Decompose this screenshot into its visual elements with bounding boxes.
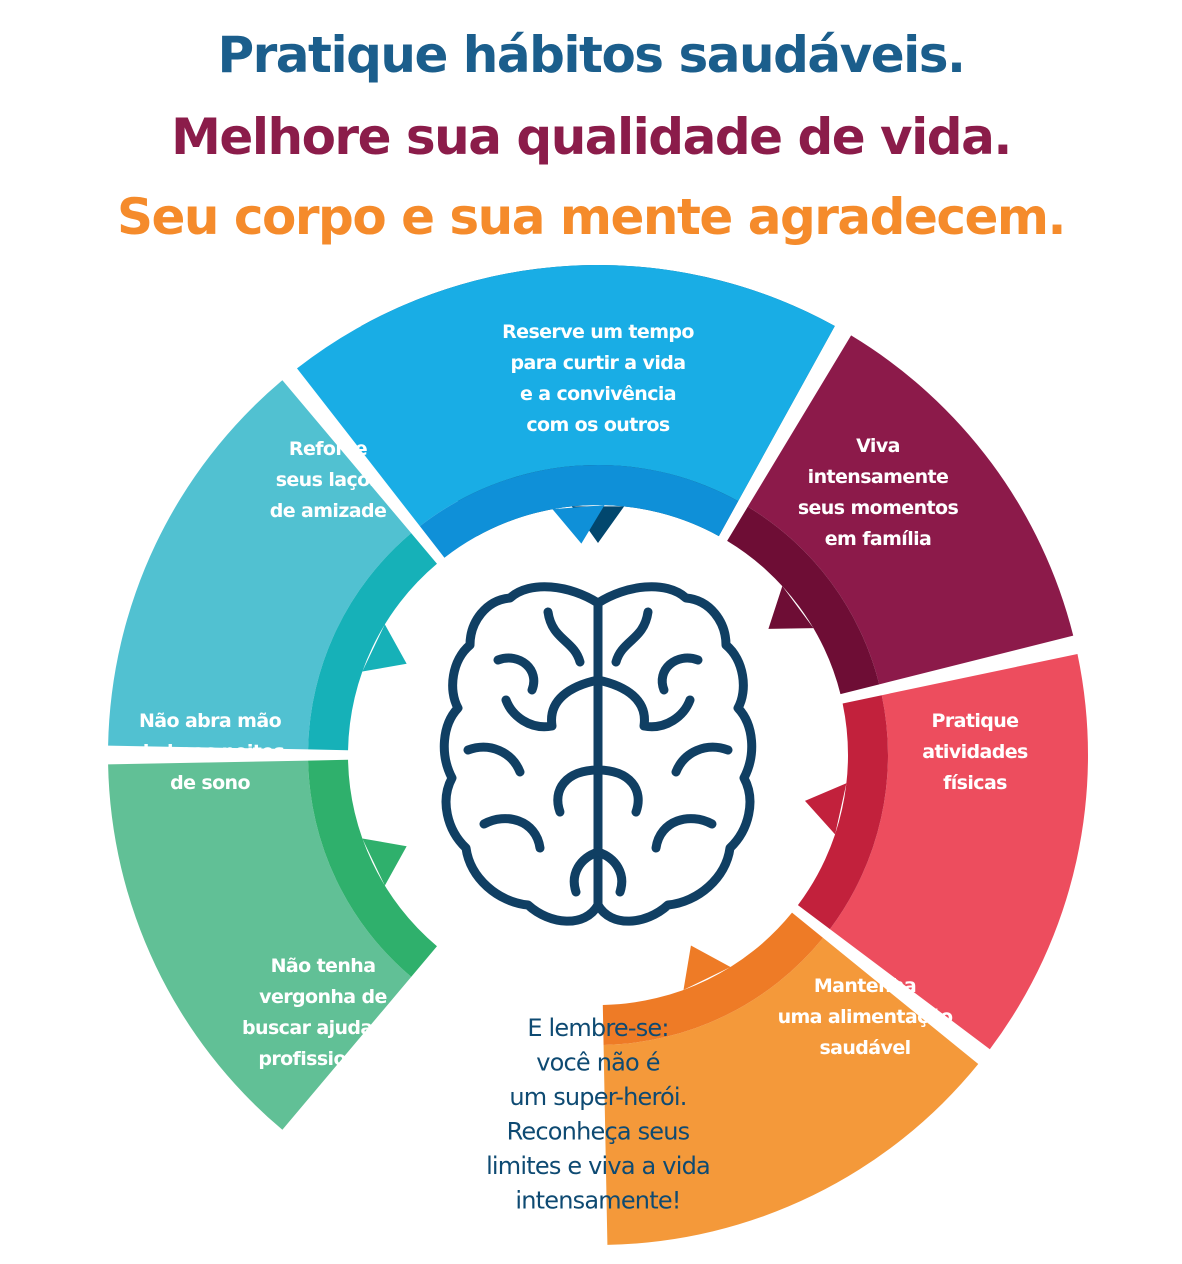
segment-label-line: Viva: [856, 435, 900, 457]
segment-label-line: vergonha de: [259, 986, 387, 1008]
segment-label-line: de boas noites: [136, 741, 285, 763]
segments-layer: [108, 264, 1088, 1245]
accent-layer: [308, 465, 888, 1045]
segment-label-line: Não abra mão: [139, 710, 282, 732]
segment-accent-help: [308, 759, 437, 977]
segment-label-line: seus laços: [276, 469, 381, 491]
segment-label-line: de sono: [170, 772, 250, 794]
segment-label-line: físicas: [943, 772, 1007, 794]
segment-food: [603, 937, 979, 1245]
segment-friends: [297, 265, 835, 527]
center-message-line: E lembre-se:: [527, 1014, 668, 1042]
segment-label-line: seus momentos: [798, 497, 959, 519]
segment-label-line: de amizade: [270, 500, 387, 522]
center-message-text: E lembre-se: você não é um super-herói. Rec…: [486, 1014, 710, 1215]
headline-2: Melhore sua qualidade de vida.: [171, 108, 1012, 166]
segment-label-friends: Reforce seus laços de amizade: [270, 438, 387, 522]
segment-label-line: Não tenha: [271, 955, 376, 977]
headline-3: Seu corpo e sua mente agradecem.: [116, 188, 1067, 246]
segment-accent-sleep: [308, 533, 437, 751]
segment-label-line: Reforce: [289, 438, 367, 460]
segment-label-line: e a convivência: [520, 383, 676, 405]
segment-accent-family: [727, 506, 880, 695]
brain-icon: [439, 582, 757, 926]
segment-label-line: buscar ajuda de: [242, 1017, 404, 1039]
segment-family: [747, 335, 1074, 685]
segment-accent-exercise: [797, 695, 888, 930]
segment-accent-friends: [419, 465, 739, 558]
segment-label-line: uma alimentação: [778, 1006, 953, 1028]
segment-label-line: Reserve um tempo: [502, 321, 694, 343]
center-message-line: você não é: [536, 1049, 660, 1077]
center-message-line: limites e viva a vida: [486, 1152, 710, 1180]
segment-label-family: Viva intensamente seus momentos em família: [798, 435, 959, 550]
segment-text-layer: Reserve um tempo para curtir a vida e a co…: [136, 321, 1029, 1070]
segment-label-line: profissionais: [258, 1048, 388, 1070]
segment-label-exercise: Pratique atividades físicas: [922, 710, 1028, 794]
segment-label-line: atividades: [922, 741, 1028, 763]
segment-sleep: [108, 380, 412, 750]
segment-label-line: Pratique: [932, 710, 1019, 732]
segment-label-line: Mantenha: [814, 975, 916, 997]
segment-help: [108, 760, 412, 1130]
segment-label-line: saudável: [819, 1037, 910, 1059]
headline-1: Pratique hábitos saudáveis.: [217, 26, 967, 84]
segment-label-help: Não tenha vergonha de buscar ajuda de profi…: [242, 955, 404, 1070]
center-message-line: Reconheça seus: [507, 1118, 690, 1146]
segment-accent-food: [602, 912, 824, 1045]
segment-label-line: em família: [825, 528, 932, 550]
segment-label-line: para curtir a vida: [511, 352, 686, 374]
segment-label-line: com os outros: [526, 414, 670, 436]
center-message: E lembre-se: você não é um super-herói. Rec…: [486, 1014, 711, 1215]
segment-label-time: Reserve um tempo para curtir a vida e a co…: [502, 321, 694, 436]
center-message-line: intensamente!: [515, 1187, 680, 1215]
segment-exercise: [829, 653, 1088, 1050]
segment-label-food: Mantenha uma alimentação saudável: [778, 975, 953, 1059]
segment-label-line: intensamente: [808, 466, 949, 488]
center-message-line: um super-herói.: [509, 1083, 686, 1111]
segment-label-sleep: Não abra mão de boas noites de sono: [136, 710, 285, 794]
